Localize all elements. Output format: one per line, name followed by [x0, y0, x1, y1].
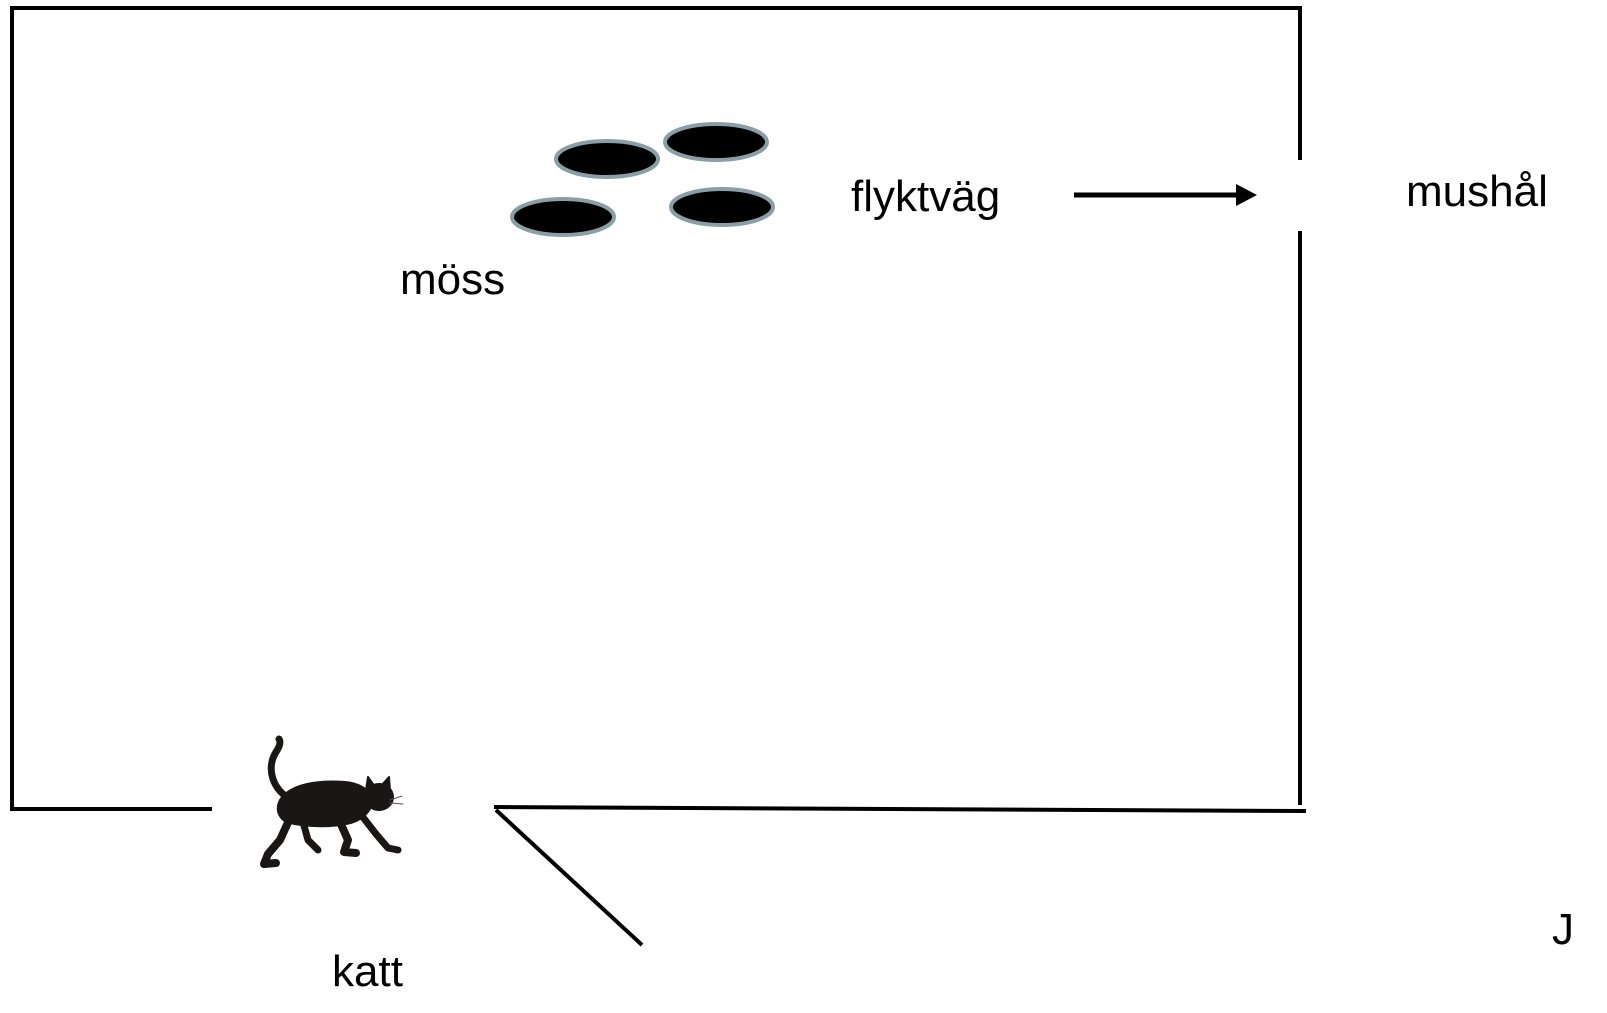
mouse-icon	[669, 187, 775, 227]
mouse-icon	[510, 197, 616, 237]
mice-group	[510, 122, 775, 237]
label-mice: möss	[400, 255, 506, 304]
label-edge-letter: J	[1552, 905, 1574, 954]
door-open-leaf	[494, 808, 644, 947]
escape-arrow	[1074, 184, 1257, 206]
label-cat: katt	[332, 947, 403, 996]
label-escape-route: flyktväg	[851, 172, 1001, 221]
mouse-icon	[663, 122, 769, 162]
black-cat-icon	[260, 735, 404, 868]
label-mouse-hole: mushål	[1406, 167, 1548, 216]
arrow-right-icon	[1236, 184, 1257, 206]
room-walls	[10, 6, 1307, 947]
mouse-icon	[554, 139, 660, 179]
wall-bottom-right	[493, 805, 1307, 813]
